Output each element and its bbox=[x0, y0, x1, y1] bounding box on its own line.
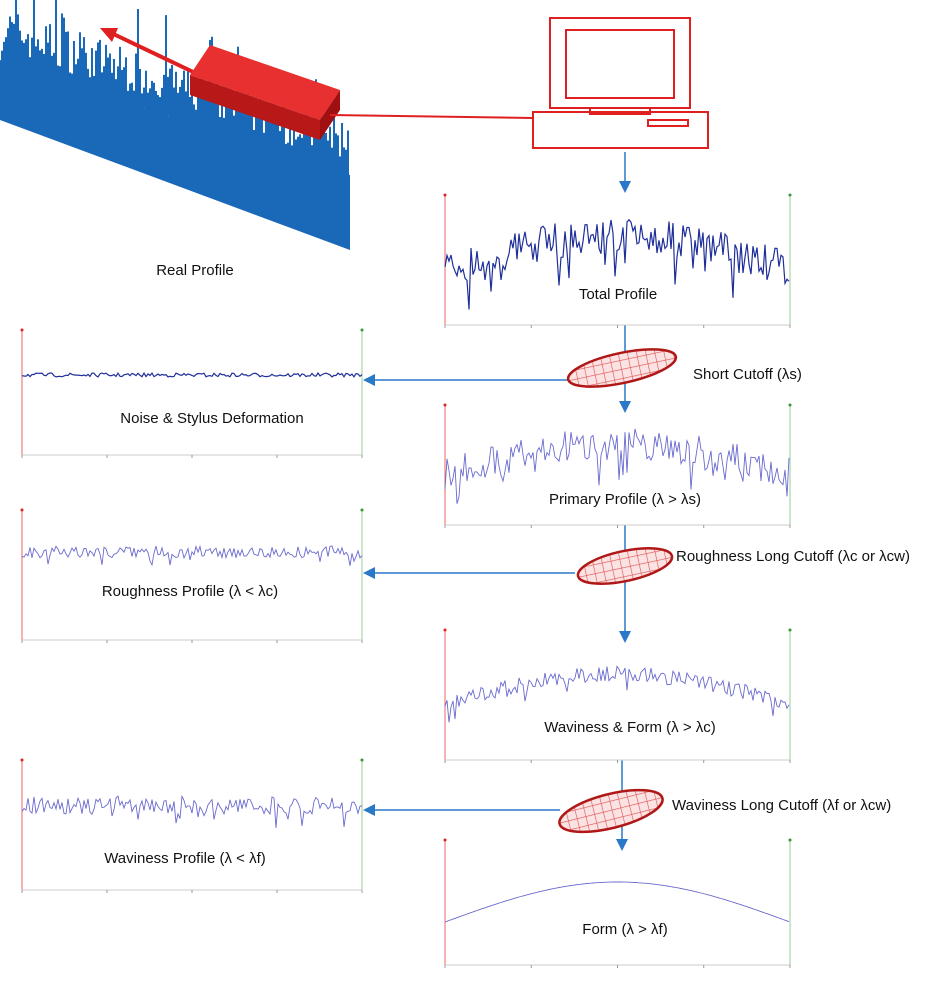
waviness-profile-label: Waviness Profile (λ < λf) bbox=[104, 850, 266, 867]
form-label: Form (λ > λf) bbox=[582, 921, 668, 938]
computer-icon bbox=[532, 17, 709, 149]
roughness-cutoff-label: Roughness Long Cutoff (λc or λcw) bbox=[676, 548, 911, 565]
real-profile-label: Real Profile bbox=[156, 262, 234, 279]
short-cutoff-label: Short Cutoff (λs) bbox=[693, 366, 802, 383]
signal-trace bbox=[444, 428, 790, 504]
axis-marker bbox=[788, 628, 792, 632]
signal-trace bbox=[21, 371, 363, 378]
flow-arrows bbox=[363, 152, 631, 851]
axis-marker bbox=[443, 838, 447, 842]
primary-profile-label: Primary Profile (λ > λs) bbox=[548, 491, 702, 508]
axis-marker bbox=[360, 328, 364, 332]
signal-trace bbox=[444, 665, 790, 723]
signal-trace bbox=[21, 544, 363, 567]
axis-marker bbox=[788, 193, 792, 197]
total-profile-plot bbox=[443, 193, 792, 328]
axis-marker bbox=[20, 508, 24, 512]
waviness-cutoff-filter-icon bbox=[558, 788, 664, 834]
axis-marker bbox=[360, 508, 364, 512]
noise-label: Noise & Stylus Deformation bbox=[120, 410, 304, 427]
axis-marker bbox=[443, 403, 447, 407]
total-profile-label: Total Profile bbox=[578, 286, 658, 303]
noise-plot bbox=[20, 328, 364, 458]
roughness-profile-plot bbox=[20, 508, 364, 643]
waviness-cutoff-label: Waviness Long Cutoff (λf or λcw) bbox=[672, 797, 892, 814]
roughness-profile-label: Roughness Profile (λ < λc) bbox=[101, 583, 279, 600]
axis-marker bbox=[443, 193, 447, 197]
form-plot bbox=[443, 838, 792, 968]
signal-trace bbox=[21, 794, 363, 828]
primary-profile-plot bbox=[443, 403, 792, 528]
signal-trace bbox=[444, 218, 790, 310]
stylus-probe-icon bbox=[100, 28, 534, 140]
axis-marker bbox=[20, 328, 24, 332]
roughness-cutoff-filter-icon bbox=[576, 547, 674, 585]
short-cutoff-filter-icon bbox=[566, 348, 678, 388]
axis-marker bbox=[443, 628, 447, 632]
waviness-profile-plot bbox=[20, 758, 364, 893]
axis-marker bbox=[20, 758, 24, 762]
waviness-form-plot bbox=[443, 628, 792, 763]
axis-marker bbox=[360, 758, 364, 762]
waviness-form-label: Waviness & Form (λ > λc) bbox=[544, 719, 716, 736]
axis-marker bbox=[788, 838, 792, 842]
axis-marker bbox=[788, 403, 792, 407]
signal-trace bbox=[444, 881, 790, 923]
